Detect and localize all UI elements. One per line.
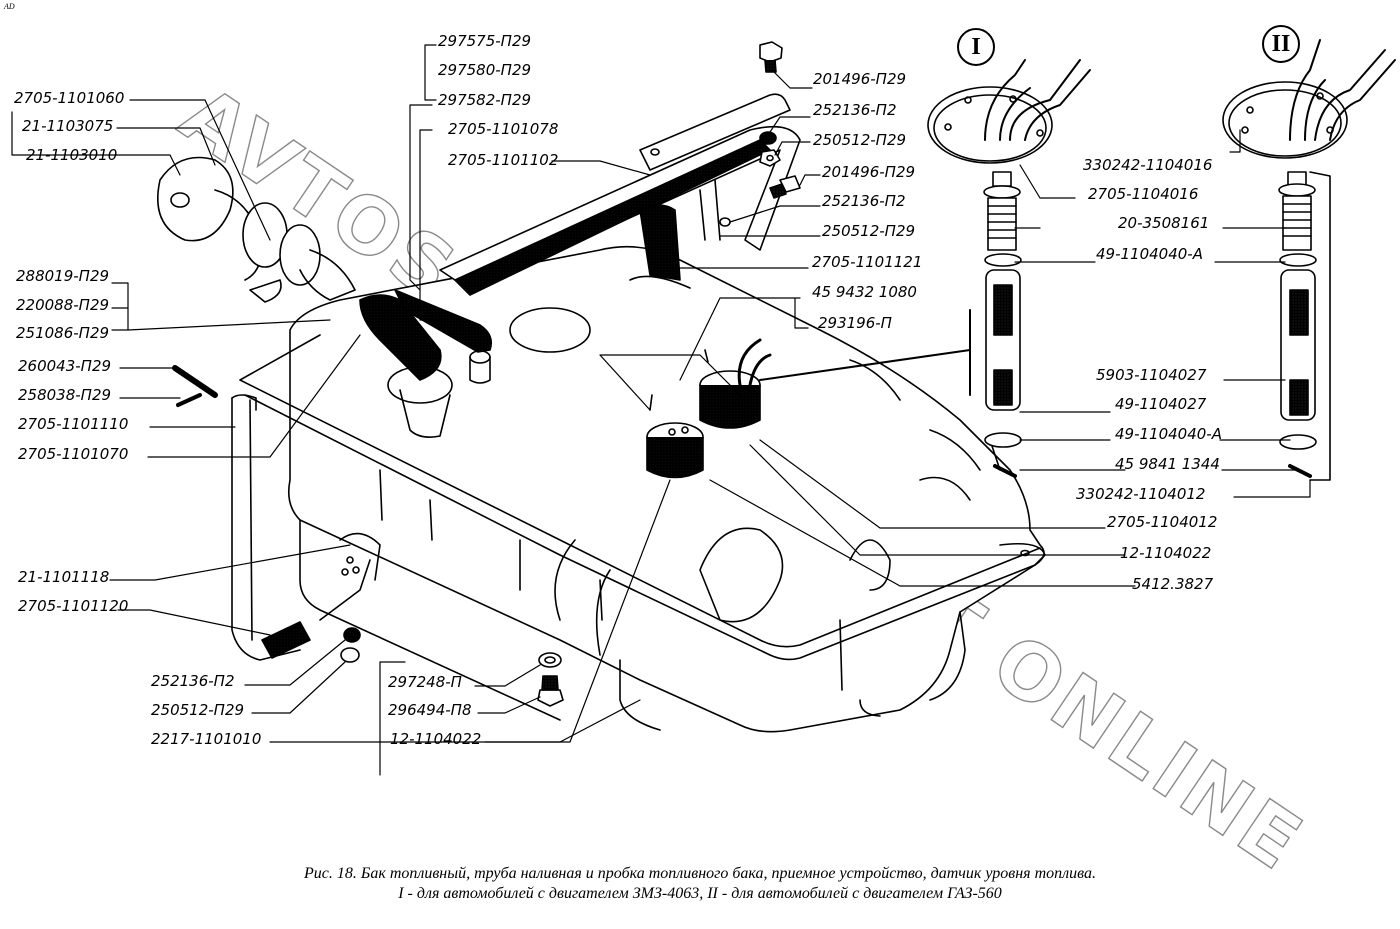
part-label: 49-1104040-А bbox=[1115, 425, 1222, 443]
part-label: 5412.3827 bbox=[1132, 575, 1214, 593]
part-label: 2705-1101078 bbox=[448, 120, 559, 138]
part-label: 2705-1104016 bbox=[1088, 185, 1199, 203]
part-label: 2705-1101120 bbox=[18, 597, 129, 615]
part-label: 330242-1104016 bbox=[1083, 156, 1213, 174]
part-label: 251086-П29 bbox=[16, 324, 110, 342]
part-label: 49-1104027 bbox=[1115, 395, 1207, 413]
part-label: 20-3508161 bbox=[1118, 214, 1210, 232]
part-label: 252136-П2 bbox=[813, 101, 897, 119]
part-label: 2705-1101121 bbox=[812, 253, 923, 271]
part-label: 45 9432 1080 bbox=[812, 283, 917, 301]
leader-lines bbox=[11, 44, 1311, 776]
part-label: 2705-1101102 bbox=[448, 151, 559, 169]
figure-caption-line-2: I - для автомобилей с двигателем ЗМЗ-406… bbox=[398, 885, 1002, 902]
part-label: 288019-П29 bbox=[16, 267, 110, 285]
part-label: 297580-П29 bbox=[438, 61, 532, 79]
part-label: 12-1104022 bbox=[1120, 544, 1212, 562]
part-label: 2705-1101110 bbox=[18, 415, 129, 433]
part-label: 250512-П29 bbox=[813, 131, 907, 149]
part-label: 252136-П2 bbox=[822, 192, 906, 210]
intake-assembly-variant-1 bbox=[927, 59, 1091, 478]
part-label: 12-1104022 bbox=[390, 730, 482, 748]
figure-caption-line-1: Рис. 18. Бак топливный, труба наливная и… bbox=[304, 865, 1096, 882]
part-label: 220088-П29 bbox=[16, 296, 110, 314]
part-label: 21-1103010 bbox=[26, 146, 118, 164]
intake-assembly-variant-2 bbox=[1222, 39, 1396, 481]
part-label: 258038-П29 bbox=[18, 386, 112, 404]
part-label: 260043-П29 bbox=[18, 357, 112, 375]
part-label: 45 9841 1344 bbox=[1115, 455, 1220, 473]
part-label: 2705-1104012 bbox=[1107, 513, 1218, 531]
part-label: 293196-П bbox=[818, 314, 892, 332]
variant-2-marker: II bbox=[1262, 25, 1300, 63]
nuts-bottom bbox=[340, 627, 564, 707]
variant-1-pointer bbox=[759, 349, 971, 381]
part-label: 2705-1101070 bbox=[18, 445, 129, 463]
part-label: 21-1103075 bbox=[22, 117, 114, 135]
fuel-tank bbox=[239, 245, 1046, 733]
part-label: 201496-П29 bbox=[822, 163, 916, 181]
part-label: 297248-П bbox=[388, 673, 462, 691]
tank-strap-bracket bbox=[439, 93, 801, 296]
variant-1-marker: I bbox=[957, 28, 995, 66]
part-label: 21-1101118 bbox=[18, 568, 110, 586]
filler-cap-assembly bbox=[156, 156, 356, 303]
part-label: 252136-П2 bbox=[151, 672, 235, 690]
tank-support-strap bbox=[172, 365, 381, 661]
part-label: 250512-П29 bbox=[151, 701, 245, 719]
part-label: 297575-П29 bbox=[438, 32, 532, 50]
part-label: 250512-П29 bbox=[822, 222, 916, 240]
part-label: 330242-1104012 bbox=[1076, 485, 1206, 503]
part-label: 296494-П8 bbox=[388, 701, 472, 719]
part-label: 2217-1101010 bbox=[151, 730, 262, 748]
part-label: 5903-1104027 bbox=[1096, 366, 1207, 384]
part-label: 2705-1101060 bbox=[14, 89, 125, 107]
fasteners-top bbox=[759, 41, 801, 199]
part-label: 297582-П29 bbox=[438, 91, 532, 109]
part-label: 201496-П29 bbox=[813, 70, 907, 88]
part-label: 49-1104040-А bbox=[1096, 245, 1203, 263]
corner-mark: АD bbox=[4, 2, 15, 11]
